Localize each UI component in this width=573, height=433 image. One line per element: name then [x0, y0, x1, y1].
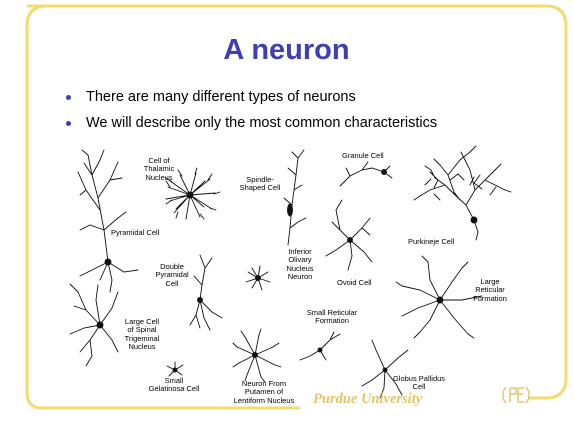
spindle-cell-drawing [284, 150, 306, 245]
granule-cell-drawing [340, 162, 392, 186]
label-ovoid: Ovoid Cell [337, 279, 372, 287]
small-reticular-cell-drawing [300, 332, 340, 360]
pyramidal-cell-drawing [78, 150, 138, 292]
olivary-cell-drawing [246, 266, 270, 290]
purkinje-cell-drawing [414, 146, 511, 240]
label-small-reticular: Small Reticular Formation [294, 309, 370, 326]
label-pyramidal: Pyramidal Cell [111, 229, 159, 237]
label-spindle: Spindle- Shaped Cell [232, 176, 288, 193]
label-double-pyramidal: Double Pyramidal Cell [146, 263, 198, 288]
label-purkinje: Purkineje Cell [408, 238, 454, 246]
label-gelatinosa: Small Gelatinosa Cell [142, 377, 206, 394]
label-spinal: Large Cell of Spinal Trigeminal Nucleus [116, 318, 168, 352]
label-large-reticular: Large Reticular Formation [466, 278, 514, 303]
label-putamen: Neuron From Putamen of Lentiform Nucleus [226, 380, 302, 405]
spinal-cell-drawing [70, 284, 118, 366]
footer-university: Purdue University [313, 391, 422, 408]
ovoid-cell-drawing [326, 200, 372, 270]
university-seal-icon [500, 383, 532, 407]
label-olivary: Inferior Olivary Nucleus Neuron [277, 248, 323, 282]
label-thalamic: Cell of Thalamic Nucleus [134, 157, 184, 182]
gelatinosa-cell-drawing [167, 362, 183, 376]
label-granule: Granule Cell [342, 152, 384, 160]
label-globus: Globus Pallidus Cell [385, 375, 453, 392]
putamen-cell-drawing [233, 329, 281, 382]
